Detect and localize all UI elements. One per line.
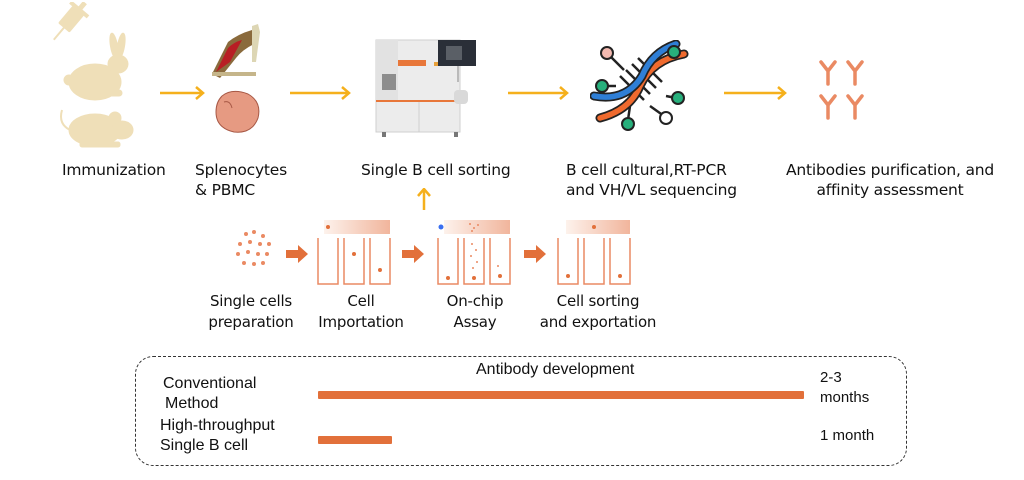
timeline-comparison-box: [135, 356, 907, 466]
duration-label-highthroughput: 1 month: [820, 427, 875, 444]
timeline-row-label-highthroughput: High-throughput Single B cell: [160, 417, 275, 454]
step-label-immunization: Immunization: [62, 161, 166, 179]
step-label-splenocytes: Splenocytes& PBMC: [195, 161, 288, 199]
flow-arrow-icon: [724, 86, 787, 100]
step-label-sorting: Single B cell sorting: [361, 161, 511, 179]
process-arrow-icon: [402, 245, 424, 263]
flow-arrow-up-icon: [417, 188, 431, 210]
duration-bar-conventional: [318, 391, 804, 399]
flow-arrow-icon: [160, 86, 205, 100]
duration-label-conventional: 2-3 months: [820, 369, 870, 406]
single-cells-icon: [236, 230, 271, 266]
chip-export-icon: [557, 220, 631, 285]
timeline-title: Antibody development: [476, 361, 635, 378]
cell-sorting-instrument-icon: [375, 39, 476, 137]
timeline-row-label-conventional: Conventional Method: [163, 375, 257, 412]
duration-bar-highthroughput: [318, 436, 392, 444]
process-arrow-icon: [286, 245, 308, 263]
antibody-icon: [819, 60, 864, 120]
flow-arrow-icon: [290, 86, 351, 100]
dna-helix-icon: [590, 40, 689, 131]
bone-spleen-icon: [212, 24, 260, 133]
chip-wells-import-icon: [317, 220, 391, 285]
process-arrow-icon: [524, 245, 546, 263]
flow-arrow-icon: [508, 86, 569, 100]
rabbit-mouse-syringe-icon: [53, 2, 134, 148]
chip-assay-icon: [437, 220, 511, 285]
